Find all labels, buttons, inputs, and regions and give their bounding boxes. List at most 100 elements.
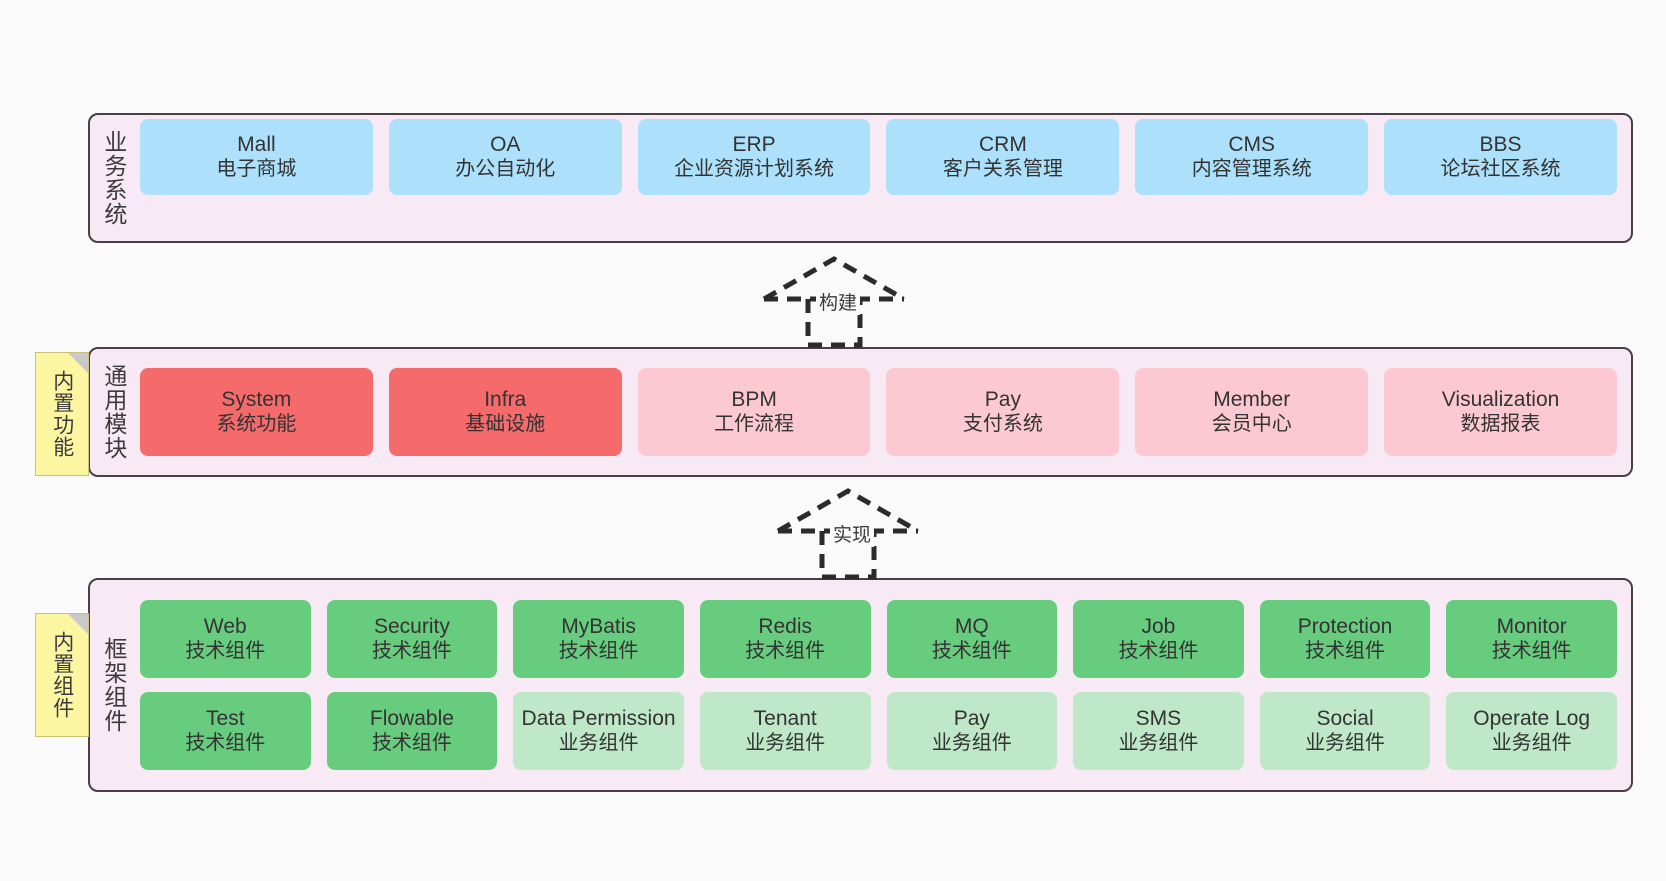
card-subtitle: 技术组件: [1491, 639, 1572, 662]
card-row: Web 技术组件 Security 技术组件 MyBatis 技术组件 Redi…: [140, 600, 1617, 678]
card-system[interactable]: System 系统功能: [140, 368, 373, 456]
card-title: Monitor: [1496, 614, 1567, 638]
card-title: Social: [1316, 706, 1374, 730]
card-cms[interactable]: CMS 内容管理系统: [1135, 119, 1369, 195]
card-job[interactable]: Job 技术组件: [1073, 600, 1244, 678]
card-sms[interactable]: SMS 业务组件: [1073, 692, 1244, 770]
card-redis[interactable]: Redis 技术组件: [699, 600, 871, 678]
card-visualization[interactable]: Visualization 数据报表: [1384, 368, 1617, 456]
card-erp[interactable]: ERP 企业资源计划系统: [637, 119, 871, 195]
card-oa[interactable]: OA 办公自动化: [388, 119, 622, 195]
card-member[interactable]: Member 会员中心: [1135, 368, 1369, 456]
card-bpm[interactable]: BPM 工作流程: [637, 368, 871, 456]
card-subtitle: 论坛社区系统: [1440, 157, 1561, 180]
card-subtitle: 业务组件: [931, 731, 1012, 754]
note-label: 内置功能: [50, 370, 74, 458]
card-subtitle: 业务组件: [1118, 731, 1199, 754]
card-subtitle: 内容管理系统: [1191, 157, 1312, 180]
card-subtitle: 技术组件: [931, 639, 1012, 662]
card-subtitle: 业务组件: [745, 731, 826, 754]
card-title: Data Permission: [521, 706, 676, 730]
card-title: OA: [490, 132, 521, 156]
card-subtitle: 客户关系管理: [942, 157, 1063, 180]
layer-business-systems: 业务系统 Mall 电子商城 OA 办公自动化 ERP 企业资源计划系统 CRM…: [88, 113, 1633, 243]
connector-implement: 实现: [770, 487, 930, 580]
layer-body-business-systems: Mall 电子商城 OA 办公自动化 ERP 企业资源计划系统 CRM 客户关系…: [136, 115, 1631, 199]
card-subtitle: 业务组件: [558, 731, 639, 754]
note-builtin-features: 内置功能: [35, 352, 89, 476]
card-title: Flowable: [369, 706, 454, 730]
arrow-shaft-dashed: [805, 299, 863, 348]
card-pay[interactable]: Pay 支付系统: [886, 368, 1120, 456]
card-title: Web: [203, 614, 247, 638]
card-title: Protection: [1297, 614, 1393, 638]
card-title: ERP: [732, 132, 776, 156]
layer-framework-components: 框架组件 Web 技术组件 Security 技术组件 MyBatis 技术组件…: [88, 578, 1633, 792]
card-title: Visualization: [1441, 387, 1560, 411]
card-mq[interactable]: MQ 技术组件: [886, 600, 1058, 678]
card-title: System: [221, 387, 292, 411]
card-social[interactable]: Social 业务组件: [1259, 692, 1431, 770]
card-row: Test 技术组件 Flowable 技术组件 Data Permission …: [140, 692, 1617, 770]
card-security[interactable]: Security 技术组件: [326, 600, 498, 678]
connector-build: 构建: [756, 255, 916, 348]
card-subtitle: 业务组件: [1305, 731, 1386, 754]
card-title: CMS: [1228, 132, 1276, 156]
card-title: MQ: [954, 614, 989, 638]
card-crm[interactable]: CRM 客户关系管理: [886, 119, 1120, 195]
layer-caption-framework-components: 框架组件: [100, 637, 127, 733]
card-title: CRM: [978, 132, 1027, 156]
card-subtitle: 企业资源计划系统: [674, 157, 835, 180]
card-title: Redis: [758, 614, 813, 638]
card-web[interactable]: Web 技术组件: [140, 600, 311, 678]
card-title: SMS: [1135, 706, 1182, 730]
card-subtitle: 数据报表: [1460, 412, 1541, 435]
arrow-shaft-dashed: [819, 531, 877, 580]
card-title: Member: [1213, 387, 1291, 411]
card-title: MyBatis: [561, 614, 636, 638]
card-title: Mall: [237, 132, 276, 156]
card-infra[interactable]: Infra 基础设施: [388, 368, 622, 456]
card-subtitle: 支付系统: [962, 412, 1043, 435]
card-title: Test: [206, 706, 245, 730]
card-subtitle: 会员中心: [1211, 412, 1292, 435]
card-operate-log[interactable]: Operate Log 业务组件: [1446, 692, 1617, 770]
card-subtitle: 系统功能: [216, 412, 297, 435]
card-subtitle: 办公自动化: [455, 157, 556, 180]
card-flowable[interactable]: Flowable 技术组件: [326, 692, 498, 770]
layer-body-framework-components: Web 技术组件 Security 技术组件 MyBatis 技术组件 Redi…: [136, 580, 1631, 790]
layer-caption-business-systems: 业务系统: [100, 130, 127, 226]
connector-label-implement: 实现: [830, 520, 875, 547]
card-bbs[interactable]: BBS 论坛社区系统: [1384, 119, 1617, 195]
card-mall[interactable]: Mall 电子商城: [140, 119, 373, 195]
connector-label-build: 构建: [816, 288, 861, 315]
note-label: 内置组件: [50, 631, 74, 719]
card-subtitle: 技术组件: [371, 731, 452, 754]
arrow-head-dashed: [762, 256, 906, 302]
layer-caption-common-modules: 通用模块: [100, 364, 127, 460]
card-subtitle: 技术组件: [1305, 639, 1386, 662]
card-title: Job: [1141, 614, 1176, 638]
card-subtitle: 技术组件: [1118, 639, 1199, 662]
card-monitor[interactable]: Monitor 技术组件: [1446, 600, 1617, 678]
card-title: Security: [374, 614, 450, 638]
card-subtitle: 电子商城: [216, 157, 297, 180]
card-subtitle: 业务组件: [1491, 731, 1572, 754]
note-builtin-components: 内置组件: [35, 613, 89, 737]
card-pay-business[interactable]: Pay 业务组件: [886, 692, 1058, 770]
card-title: Infra: [484, 387, 527, 411]
card-mybatis[interactable]: MyBatis 技术组件: [513, 600, 684, 678]
card-subtitle: 技术组件: [185, 639, 266, 662]
card-title: Tenant: [753, 706, 817, 730]
card-row: System 系统功能 Infra 基础设施 BPM 工作流程 Pay 支付系统…: [140, 368, 1617, 456]
layer-body-common-modules: System 系统功能 Infra 基础设施 BPM 工作流程 Pay 支付系统…: [136, 349, 1631, 475]
card-subtitle: 基础设施: [465, 412, 546, 435]
card-tenant[interactable]: Tenant 业务组件: [699, 692, 871, 770]
card-data-permission[interactable]: Data Permission 业务组件: [513, 692, 684, 770]
arrow-head-dashed: [776, 488, 920, 534]
card-protection[interactable]: Protection 技术组件: [1259, 600, 1431, 678]
card-subtitle: 技术组件: [558, 639, 639, 662]
card-row: Mall 电子商城 OA 办公自动化 ERP 企业资源计划系统 CRM 客户关系…: [140, 119, 1617, 195]
card-test[interactable]: Test 技术组件: [140, 692, 311, 770]
